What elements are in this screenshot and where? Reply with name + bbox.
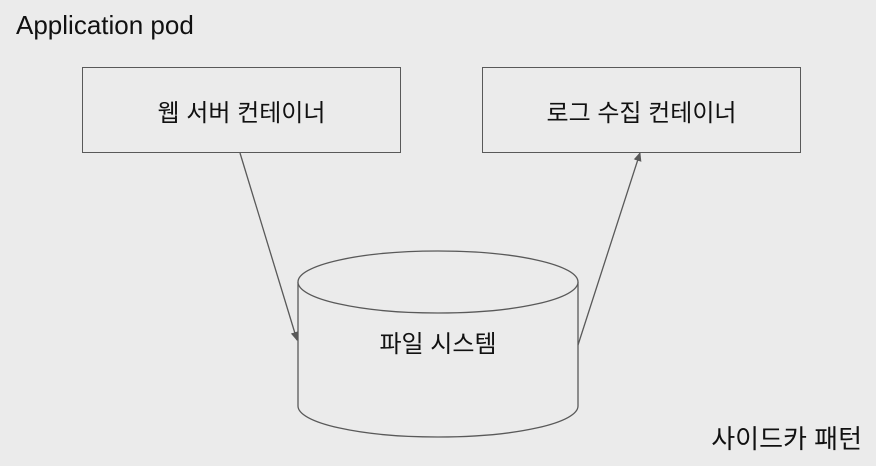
log-collector-container-box: 로그 수집 컨테이너 (482, 67, 801, 153)
file-system-label: 파일 시스템 (379, 331, 497, 358)
file-system-cylinder (297, 250, 579, 438)
web-server-container-box: 웹 서버 컨테이너 (82, 67, 401, 153)
diagram-title: Application pod (16, 10, 194, 40)
arrow-web-to-filesystem (239, 152, 299, 341)
web-server-container-label: 웹 서버 컨테이너 (157, 99, 326, 127)
cylinder-top (297, 250, 579, 314)
log-collector-container-label: 로그 수집 컨테이너 (546, 99, 737, 127)
arrow-filesystem-to-log (577, 152, 642, 346)
pattern-caption: 사이드카 패턴 (711, 424, 862, 454)
cylinder-body (297, 282, 579, 438)
